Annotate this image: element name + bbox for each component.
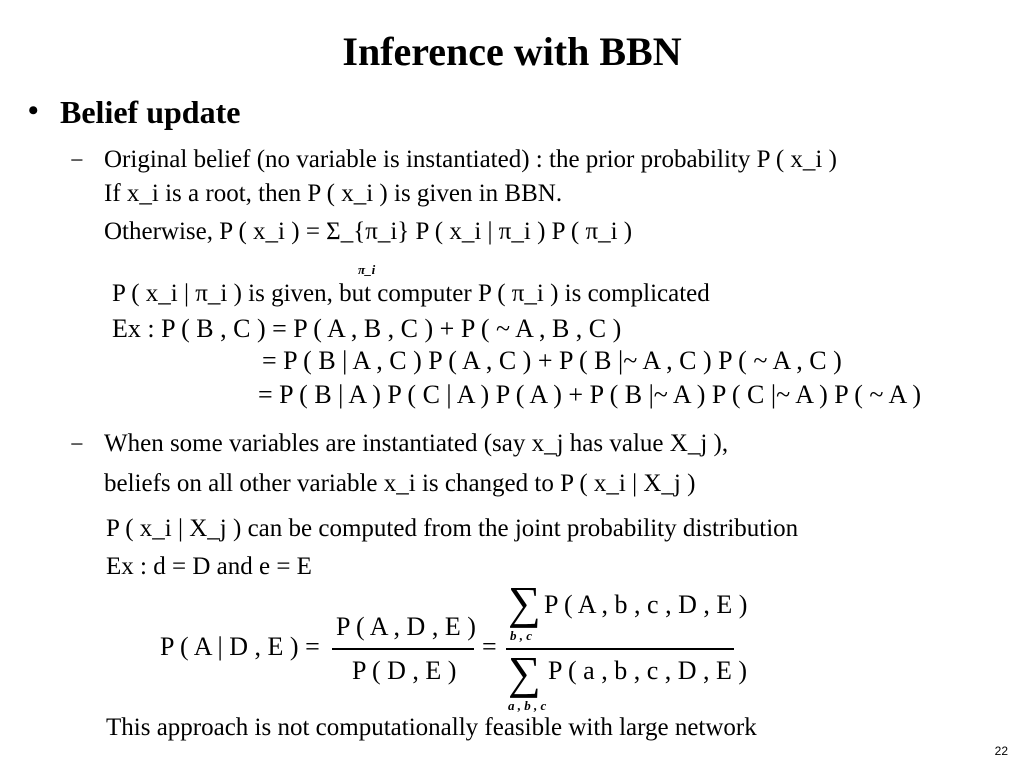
sub2-line-4: Ex : d = D and e = E (106, 553, 312, 580)
frac2-line (506, 648, 734, 650)
bullet-point: • (28, 94, 39, 127)
sub1-line-5: Ex : P ( B , C ) = P ( A , B , C ) + P (… (112, 314, 622, 343)
sub2-line-3: P ( x_i | X_j ) can be computed from the… (106, 515, 799, 542)
sub1-line-2: If x_i is a root, then P ( x_i ) is give… (104, 180, 563, 207)
frac1-line (332, 648, 474, 650)
frac2-den-subscript: a , b , c (508, 698, 547, 713)
sub2-line-1: When some variables are instantiated (sa… (104, 430, 729, 457)
bullet-heading: Belief update (60, 94, 241, 130)
sub-bullet-dash: − (70, 432, 84, 458)
sub1-line-1: Original belief (no variable is instanti… (104, 146, 837, 173)
frac1-denominator: P ( D , E ) (352, 656, 457, 685)
sub1-line-7: = P ( B | A ) P ( C | A ) P ( A ) + P ( … (258, 380, 922, 409)
sum-symbol-denominator: ∑ (508, 647, 541, 698)
sum-symbol-numerator: ∑ (508, 577, 541, 628)
sum-subscript: π_i (358, 262, 376, 277)
frac-lhs: P ( A | D , E ) = (160, 632, 320, 661)
sub-bullet-dash: − (70, 148, 84, 174)
frac2-numerator: P ( A , b , c , D , E ) (544, 590, 748, 619)
sub1-line-6: = P ( B | A , C ) P ( A , C ) + P ( B |~… (262, 346, 842, 375)
frac2-denominator: P ( a , b , c , D , E ) (548, 656, 748, 685)
sub2-line-2: beliefs on all other variable x_i is cha… (104, 470, 696, 497)
frac1-numerator: P ( A , D , E ) (336, 612, 476, 641)
page-number: 22 (994, 744, 1008, 758)
frac2-num-subscript: b , c (510, 628, 533, 643)
sub1-line-4: P ( x_i | π_i ) is given, but computer P… (112, 280, 710, 307)
conclusion-text: This approach is not computationally fea… (106, 714, 757, 741)
slide-title: Inference with BBN (342, 29, 682, 74)
frac-equals: = (482, 632, 497, 661)
sub1-line-3: Otherwise, P ( x_i ) = Σ_{π_i} P ( x_i |… (104, 218, 633, 245)
